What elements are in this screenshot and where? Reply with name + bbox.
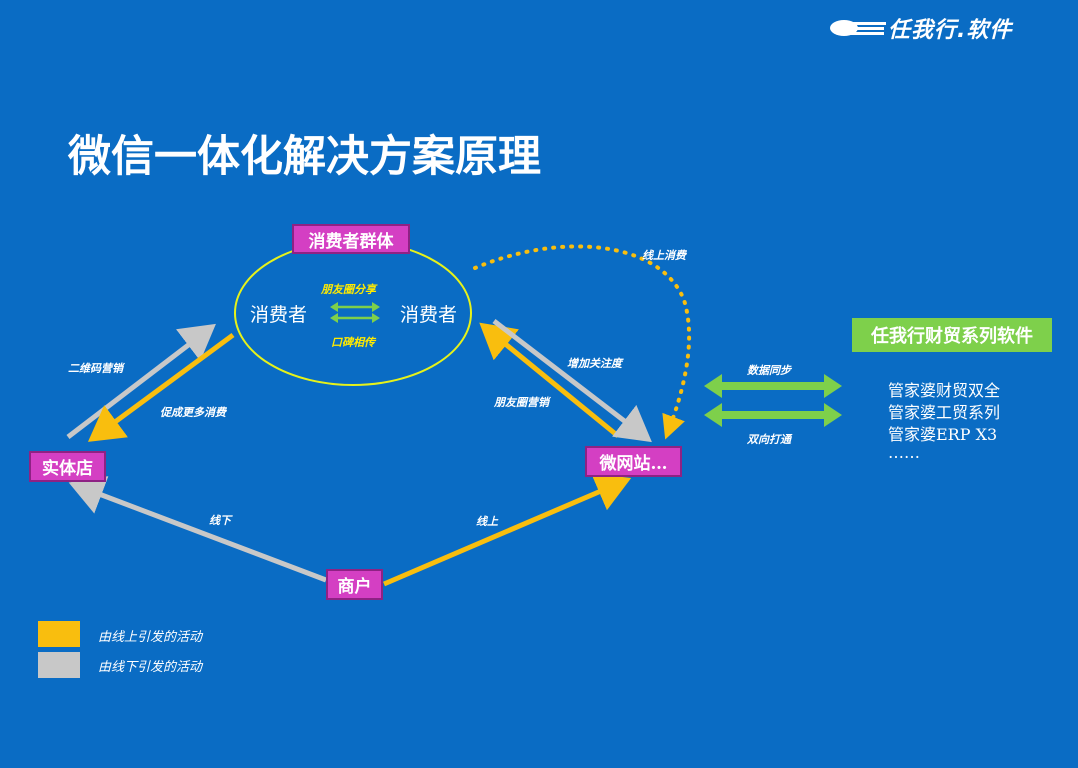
label-online-consumption: 线上消费 [642, 249, 686, 262]
product-item: …… [888, 443, 920, 462]
legend-swatch-online [38, 621, 80, 647]
products-title: 任我行财贸系列软件 [852, 318, 1052, 352]
product-item: 管家婆工贸系列 [888, 403, 1001, 422]
node-merchant: 商户 [326, 569, 383, 600]
label-two-way: 双向打通 [747, 433, 791, 446]
product-item: 管家婆财贸双全 [888, 381, 1001, 400]
legend-text-offline: 由线下引发的活动 [98, 660, 203, 675]
label-qr-marketing: 二维码营销 [68, 362, 123, 375]
label-data-sync: 数据同步 [747, 364, 791, 377]
brand-logo-text: 任我行.软件 [888, 18, 1013, 43]
label-offline: 线下 [209, 514, 231, 527]
node-consumer-right: 消费者 [400, 304, 458, 326]
label-moments-share: 朋友圈分享 [321, 283, 376, 296]
label-online: 线上 [476, 515, 498, 528]
arrow-store-to-consumer [66, 323, 216, 439]
swoosh-icon [830, 20, 886, 36]
node-consumer-left: 消费者 [250, 304, 308, 326]
label-moments-marketing: 朋友圈营销 [494, 396, 549, 409]
sync-arrow-bottom [704, 403, 842, 427]
node-microsite: 微网站… [585, 446, 682, 477]
arrow-consumer-to-microsite [492, 319, 652, 443]
sync-arrow-top [704, 374, 842, 398]
page-title: 微信一体化解决方案原理 [68, 132, 541, 182]
node-consumer-group: 消费者群体 [292, 224, 410, 254]
product-item: 管家婆ERP X3 [888, 425, 998, 444]
arrow-microsite-to-consumer [479, 322, 620, 438]
label-increase-attention: 增加关注度 [567, 357, 622, 370]
legend-swatch-offline [38, 652, 80, 678]
brand-logo: 任我行.软件 [828, 12, 1060, 43]
arrow-online-consumption [473, 244, 692, 440]
legend-text-online: 由线上引发的活动 [98, 630, 203, 645]
arrow-consumer-to-store [87, 332, 235, 442]
label-word-of-mouth: 口碑相传 [331, 336, 375, 349]
arrow-merchant-to-store [68, 476, 327, 583]
label-promote-consumption: 促成更多消费 [160, 406, 226, 419]
arrow-merchant-to-microsite [383, 473, 632, 587]
node-store: 实体店 [29, 451, 106, 482]
inner-double-arrow [330, 302, 380, 323]
